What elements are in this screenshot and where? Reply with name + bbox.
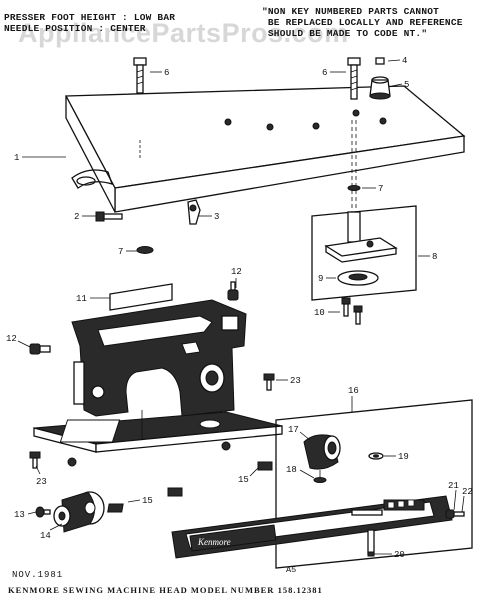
callout-8: 8 bbox=[432, 252, 437, 262]
callout-23: 23 bbox=[290, 376, 301, 386]
callout-17: 17 bbox=[288, 425, 299, 435]
callout-12: 12 bbox=[6, 334, 17, 344]
screw-icon bbox=[95, 211, 123, 222]
screw-icon bbox=[29, 343, 51, 355]
screw-icon bbox=[341, 297, 363, 325]
callout-20: 20 bbox=[394, 550, 405, 560]
callout-19: 19 bbox=[398, 452, 409, 462]
face-strip bbox=[109, 283, 173, 311]
callout-7: 7 bbox=[118, 247, 123, 257]
callout-21: 21 bbox=[448, 481, 459, 491]
callout-22: 22 bbox=[462, 487, 473, 497]
callout-15: 15 bbox=[238, 475, 249, 485]
knob-icon bbox=[303, 434, 341, 483]
washer-icon bbox=[35, 506, 51, 518]
callout-6: 6 bbox=[164, 68, 169, 78]
screw-icon bbox=[347, 57, 361, 100]
callout-2: 2 bbox=[74, 212, 79, 222]
watermark: AppliancePartsPros.com bbox=[18, 18, 349, 48]
revision-date: NOV.1981 bbox=[12, 570, 64, 580]
screw-icon bbox=[367, 529, 375, 557]
callout-10: 10 bbox=[314, 308, 325, 318]
badge bbox=[107, 461, 273, 513]
callout-18: 18 bbox=[286, 465, 297, 475]
callout-6: 6 bbox=[322, 68, 327, 78]
callout-3: 3 bbox=[214, 212, 219, 222]
brand-plate: Kenmore bbox=[197, 537, 231, 547]
callout-12: 12 bbox=[231, 267, 242, 277]
callout-4: 4 bbox=[402, 56, 407, 66]
washer-icon bbox=[136, 246, 154, 254]
callout-15: 15 bbox=[142, 496, 153, 506]
machine-head bbox=[33, 299, 283, 467]
callout-23: 23 bbox=[36, 477, 47, 487]
hook-assembly bbox=[311, 120, 417, 301]
callout-1: 1 bbox=[14, 153, 19, 163]
callout-11: 11 bbox=[76, 294, 87, 304]
screw-icon bbox=[445, 509, 465, 519]
non-key-parts-note: "NON KEY NUMBERED PARTS CANNOT BE REPLAC… bbox=[262, 6, 463, 39]
page-code: A5 bbox=[286, 565, 297, 575]
diagram-caption: KENMORE SEWING MACHINE HEAD MODEL NUMBER… bbox=[8, 585, 323, 595]
screw-icon bbox=[227, 281, 239, 301]
top-cover bbox=[64, 85, 466, 213]
callout-labels: 6 6 4 5 1 2 3 7 7 8 9 10 11 12 12 23 23 … bbox=[6, 56, 473, 560]
clip-icon bbox=[187, 199, 201, 225]
knob-icon bbox=[53, 491, 105, 533]
callout-14: 14 bbox=[40, 531, 51, 541]
clip-icon bbox=[369, 57, 391, 100]
callout-7: 7 bbox=[378, 184, 383, 194]
callout-9: 9 bbox=[318, 274, 323, 284]
washer-icon bbox=[368, 452, 384, 460]
screw-icon bbox=[263, 373, 275, 391]
screw-icon bbox=[133, 57, 147, 94]
front-panel: Kenmore bbox=[171, 495, 453, 559]
callout-16: 16 bbox=[348, 386, 359, 396]
presser-foot-note: PRESSER FOOT HEIGHT : LOW BAR NEEDLE POS… bbox=[4, 12, 176, 34]
screw-icon bbox=[29, 451, 41, 469]
callout-5: 5 bbox=[404, 80, 409, 90]
leader-lines bbox=[17, 59, 465, 555]
callout-13: 13 bbox=[14, 510, 25, 520]
